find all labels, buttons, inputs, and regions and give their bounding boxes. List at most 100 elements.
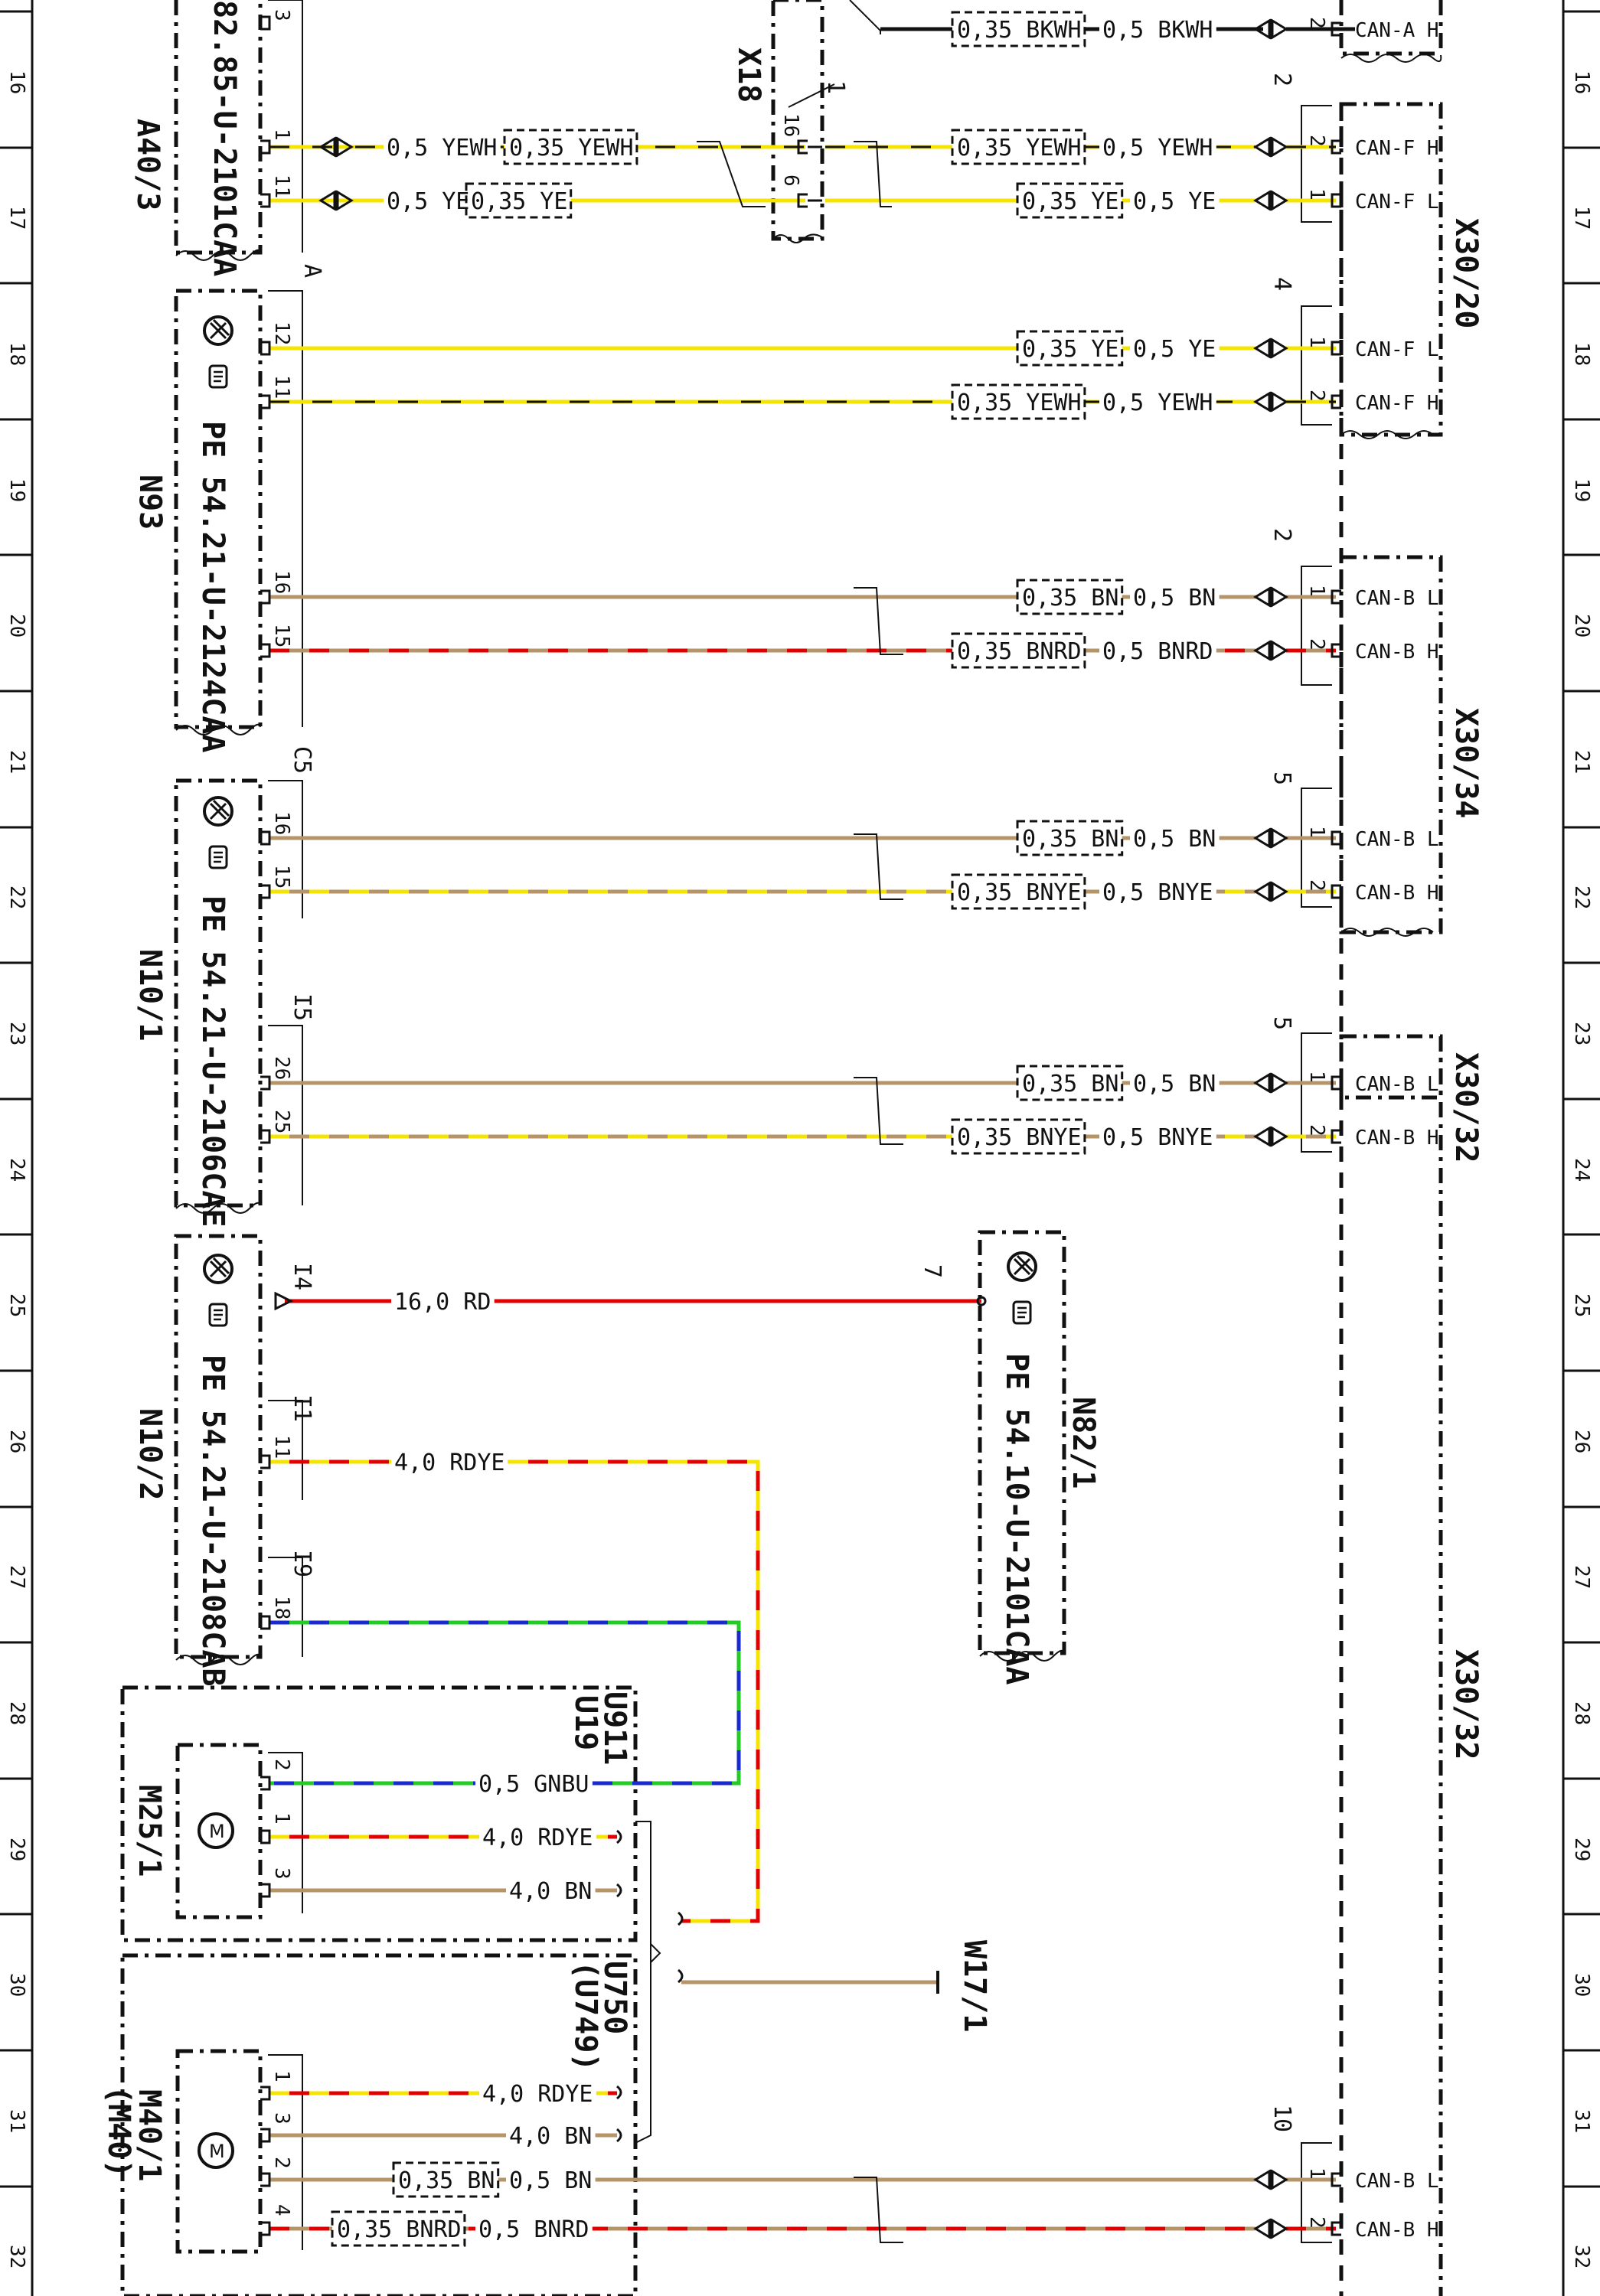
pin-label: 15 [270, 624, 293, 647]
grid-number: 19 [1570, 478, 1593, 502]
pin-label: 4 [270, 2204, 293, 2216]
grid-number: 24 [5, 1158, 28, 1182]
grid-number: 18 [1570, 342, 1593, 366]
n82-1-hand-icon [1012, 1300, 1032, 1325]
wire-label: 4,0 RDYE [394, 1450, 505, 1476]
n10-2-plug-b: I1 [289, 1394, 315, 1422]
wire-label: 0,5 BNRD [1102, 638, 1213, 665]
a40-3-part: 82.85-U-2101CAA [207, 0, 242, 276]
wire-label: 0,35 YEWH [957, 135, 1082, 161]
wire-label: 0,5 GNBU [478, 1771, 589, 1798]
wire-label: 0,35 BNYE [957, 879, 1082, 906]
grid-number: 26 [1570, 1430, 1593, 1453]
x30-20-ref: X30/20 [1448, 218, 1484, 329]
wire-label: 0,5 BN [1133, 585, 1216, 612]
pin-label: 1 [1305, 1071, 1328, 1083]
grid-number: 17 [1570, 206, 1593, 230]
pin-label: 16 [270, 570, 293, 594]
ecu-boxes [120, 0, 1066, 2296]
can-label: CAN-B L [1355, 587, 1439, 610]
pin-label: 18 [270, 1596, 293, 1619]
grid-number: 24 [1570, 1158, 1593, 1182]
pin-label: 1 [1305, 2167, 1328, 2180]
pin-label: 1 [1305, 188, 1328, 201]
grid-number: 18 [5, 342, 28, 366]
n10-2-plug-c: I9 [289, 1550, 315, 1577]
grid-number: 25 [5, 1293, 28, 1317]
pin-label: 11 [270, 1435, 293, 1459]
can-label: CAN-B H [1355, 641, 1439, 664]
pin-label: 2 [270, 2157, 293, 2169]
pin-label: 16 [270, 811, 293, 835]
pin-brackets [268, 0, 661, 2250]
grid-number: 22 [5, 885, 28, 909]
n10-1-plug-a: C5 [289, 746, 315, 774]
wire-label: 0,5 BNYE [1102, 1124, 1213, 1151]
grid-number: 32 [1570, 2245, 1593, 2268]
grid-number: 28 [5, 1701, 28, 1725]
can-label: CAN-B L [1355, 2170, 1439, 2193]
grid-number: 20 [1570, 614, 1593, 638]
pin-label: 3 [270, 1867, 293, 1880]
pin-label: 1 [270, 129, 293, 141]
n93-hand-icon [208, 364, 228, 389]
grid-number: 31 [1570, 2109, 1593, 2133]
wire-label-boxes [331, 11, 1220, 2247]
w17-1-ref: W17/1 [957, 1940, 992, 2032]
a40-3-ref: A40/3 [130, 119, 165, 210]
wire-label: 0,5 YE [1133, 336, 1216, 363]
grid-number: 29 [5, 1838, 28, 1861]
connector-boxes [1339, 0, 1443, 2296]
wire-label: 0,5 YEWH [387, 135, 498, 161]
n93-part: PE 54.21-U-2124CAA [195, 421, 230, 752]
n10-2-ecu-icon [203, 1254, 233, 1284]
m40-1-ref-b: (M40) [101, 2086, 136, 2177]
x30-32b-ref: X30/32 [1448, 1649, 1484, 1760]
grid-number: 20 [5, 614, 28, 638]
pin-label: 2 [270, 1759, 293, 1771]
left-terminals [259, 15, 987, 2236]
twist-marks [697, 0, 903, 2243]
wire-label: 0,5 BNRD [478, 2216, 589, 2243]
pin-label: 2 [1305, 2216, 1328, 2229]
x30-34-ref: X30/34 [1448, 708, 1484, 819]
grid-number: 30 [1570, 1973, 1593, 1997]
x30-20-plug-a: 2 [1269, 73, 1295, 86]
can-label: CAN-B H [1355, 1127, 1439, 1150]
can-label: CAN-A H [1355, 19, 1439, 42]
n82-1-part: PE 54.10-U-2101CAA [999, 1353, 1034, 1684]
wire-label: 0,35 BN [1022, 1071, 1118, 1097]
u750-ref-a: U750 [597, 1961, 632, 2034]
wire-label: 0,5 BN [509, 2167, 592, 2194]
n82-1-pin: 7 [919, 1264, 945, 1278]
x30-32-plug-a: 5 [1269, 1016, 1295, 1030]
pin-label: 12 [270, 321, 293, 345]
wire-label: 0,5 BKWH [1102, 17, 1213, 44]
wire-label: 4,0 RDYE [482, 2081, 593, 2108]
pin-label: 11 [270, 375, 293, 399]
pin-label: 1 [270, 2070, 293, 2082]
wire-label: 0,5 YEWH [1102, 135, 1213, 161]
n10-1-hand-icon [208, 845, 228, 869]
wire-label: 0,35 BN [398, 2167, 495, 2194]
wire-label: 4,0 BN [509, 1878, 592, 1905]
x30-20-plug-b: 4 [1269, 277, 1295, 291]
grid-number: 27 [5, 1565, 28, 1589]
pin-label: 11 [270, 174, 293, 198]
x30-34-plug-a: 2 [1269, 528, 1295, 542]
can-label: CAN-B L [1355, 828, 1439, 851]
m25-1-motor-icon [198, 1812, 234, 1849]
n10-1-part: PE 54.21-U-2106CAE [195, 895, 230, 1227]
n93-ecu-icon [203, 315, 233, 346]
pin-label: 2 [1305, 1124, 1328, 1137]
x30-34-plug-b: 5 [1269, 771, 1295, 785]
u911-ref-a: U911 [597, 1691, 632, 1765]
grid-number: 21 [5, 750, 28, 774]
n10-1-ecu-icon [203, 796, 233, 827]
wire-label: 0,35 BNRD [957, 638, 1082, 665]
pin-label: 1 [270, 1812, 293, 1825]
x30-32-ref: X30/32 [1448, 1052, 1484, 1163]
can-label: CAN-B H [1355, 882, 1439, 905]
